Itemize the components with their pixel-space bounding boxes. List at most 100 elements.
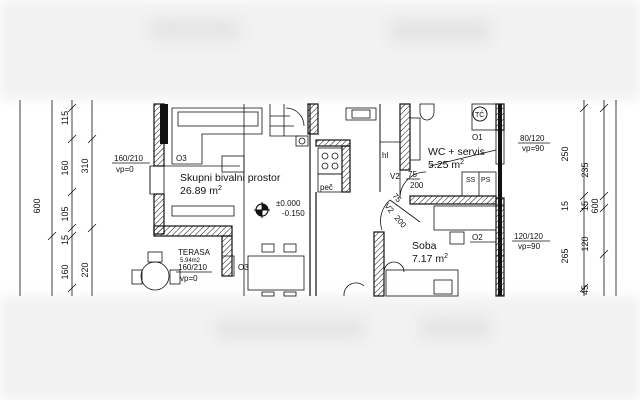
heat-pump-unit: [471, 103, 497, 131]
label-v2-wc-height: 200: [410, 181, 424, 190]
room-name-soba: Soba: [412, 240, 437, 252]
label-ps: PS: [481, 177, 491, 184]
wall-kitchen-top: [315, 139, 351, 147]
tv-unit: [171, 205, 235, 217]
openings: [149, 129, 505, 297]
dim-right-total: 600: [590, 198, 600, 213]
desk: [433, 205, 497, 231]
wall-kitchen-right: [341, 145, 351, 193]
wall-wc-bottom: [409, 195, 497, 205]
blurred-block: [215, 320, 365, 338]
dim-left-4: 15: [60, 235, 70, 245]
label-o3-vp-top: vp=0: [116, 165, 134, 174]
chair: [261, 291, 275, 297]
dim-left-5: 160: [60, 264, 70, 279]
coffee-table: [221, 155, 245, 173]
top-blurred-region: [0, 0, 640, 100]
label-ss: SS: [466, 177, 476, 184]
dim-left-c1: 310: [80, 158, 90, 173]
label-o2-id: O2: [472, 233, 483, 242]
hob-burner: [331, 162, 339, 170]
sink: [351, 109, 371, 119]
label-o2-vp: vp=90: [518, 242, 541, 251]
walls: [153, 103, 505, 297]
door-bottom-arc: [343, 282, 365, 297]
label-elevation-top: ±0.000: [276, 199, 301, 208]
staircase: [269, 104, 300, 137]
label-v2-wc-size: 75: [408, 170, 417, 179]
dim-right-3: 265: [560, 248, 570, 263]
wall-soba-left: [373, 231, 385, 297]
label-o1-vp: vp=90: [522, 144, 545, 153]
room-name-wc: WC + servis: [428, 146, 485, 158]
label-tc: TČ: [475, 110, 484, 119]
room-area-living: 26.89 m2: [180, 185, 222, 197]
dining-table: [247, 255, 305, 291]
label-o1-size: 80/120: [520, 134, 545, 143]
label-elevation-bottom: -0.150: [282, 209, 305, 218]
room-area-terasa: 5.94m2: [180, 258, 201, 264]
door-v2-soba: [389, 199, 421, 223]
wall-stair-right: [307, 103, 319, 135]
window-o3-bottom: [221, 255, 235, 277]
terrace-table: [140, 261, 170, 291]
label-o3-id-top: O3: [176, 154, 187, 163]
room-name-terasa: TERASA: [178, 248, 211, 257]
wall-right-core: [498, 104, 502, 296]
window-o3-top: [149, 165, 165, 195]
wc-basin: [409, 117, 421, 161]
label-v2-soba-height: 200: [392, 214, 408, 230]
wall-left-upper-core: [160, 104, 168, 144]
cabinet: [345, 107, 377, 121]
window-o1: [495, 129, 505, 165]
blurred-block: [420, 318, 490, 338]
dim-right-c2: 120: [580, 236, 590, 251]
tc-circle: [472, 106, 488, 122]
room-area-living-sup: 2: [218, 185, 222, 192]
hob-burner: [331, 152, 339, 160]
kitchen-counter: [317, 147, 343, 175]
room-area-wc-value: 5.25 m: [428, 159, 460, 171]
door-arc: [383, 261, 405, 273]
o1-leader: [429, 149, 497, 167]
room-area-living-value: 26.89 m: [180, 185, 218, 197]
stove: [317, 173, 343, 193]
terrace-chair: [131, 269, 143, 285]
label-v2-soba-id: V2: [382, 202, 396, 216]
room-area-wc-sup: 2: [460, 159, 464, 166]
label-o3-id-bottom: O3: [238, 263, 249, 272]
bed-pillow: [433, 279, 453, 295]
dim-left-c2: 220: [80, 262, 90, 277]
terrace-chair: [169, 269, 181, 285]
elevation-marker: [254, 202, 270, 218]
chimney: [295, 135, 309, 147]
room-name-living: Skupni bivalni prostor: [180, 172, 281, 184]
staircase-curve: [285, 107, 305, 127]
chair: [261, 243, 275, 253]
wall-terrace-top: [153, 225, 233, 237]
dim-right-c4: 15: [580, 201, 590, 211]
dim-left-2: 160: [60, 160, 70, 175]
chair: [283, 291, 297, 297]
label-v2-wc-id: V2: [390, 172, 400, 181]
label-o3-size-top: 160/210: [114, 154, 143, 163]
room-area-soba-value: 7.17 m: [412, 253, 444, 265]
label-o3-size-bottom: 160/210: [178, 263, 207, 272]
door-v2-wc: [399, 170, 427, 199]
right-dimensions: 250 15 265 235 15 120 45 600: [560, 100, 617, 296]
room-area-soba: 7.17 m2: [412, 253, 448, 265]
dim-left-1: 115: [60, 111, 70, 125]
dim-left-total: 600: [32, 198, 42, 213]
chair: [283, 243, 297, 253]
door-v2-soba-arc: [380, 199, 391, 231]
room-area-wc: 5.25 m2: [428, 159, 464, 171]
left-dimensions: 600 115 160 105 15 160 310 220: [19, 100, 97, 296]
label-pec: peč: [320, 183, 333, 192]
label-hl: hl: [382, 151, 388, 160]
label-o3-vp-bottom: vp=0: [180, 274, 198, 283]
label-o1-id: O1: [472, 133, 483, 142]
dim-left-3: 105: [60, 206, 70, 221]
hob-burner: [321, 162, 329, 170]
dim-right-1: 250: [560, 146, 570, 161]
